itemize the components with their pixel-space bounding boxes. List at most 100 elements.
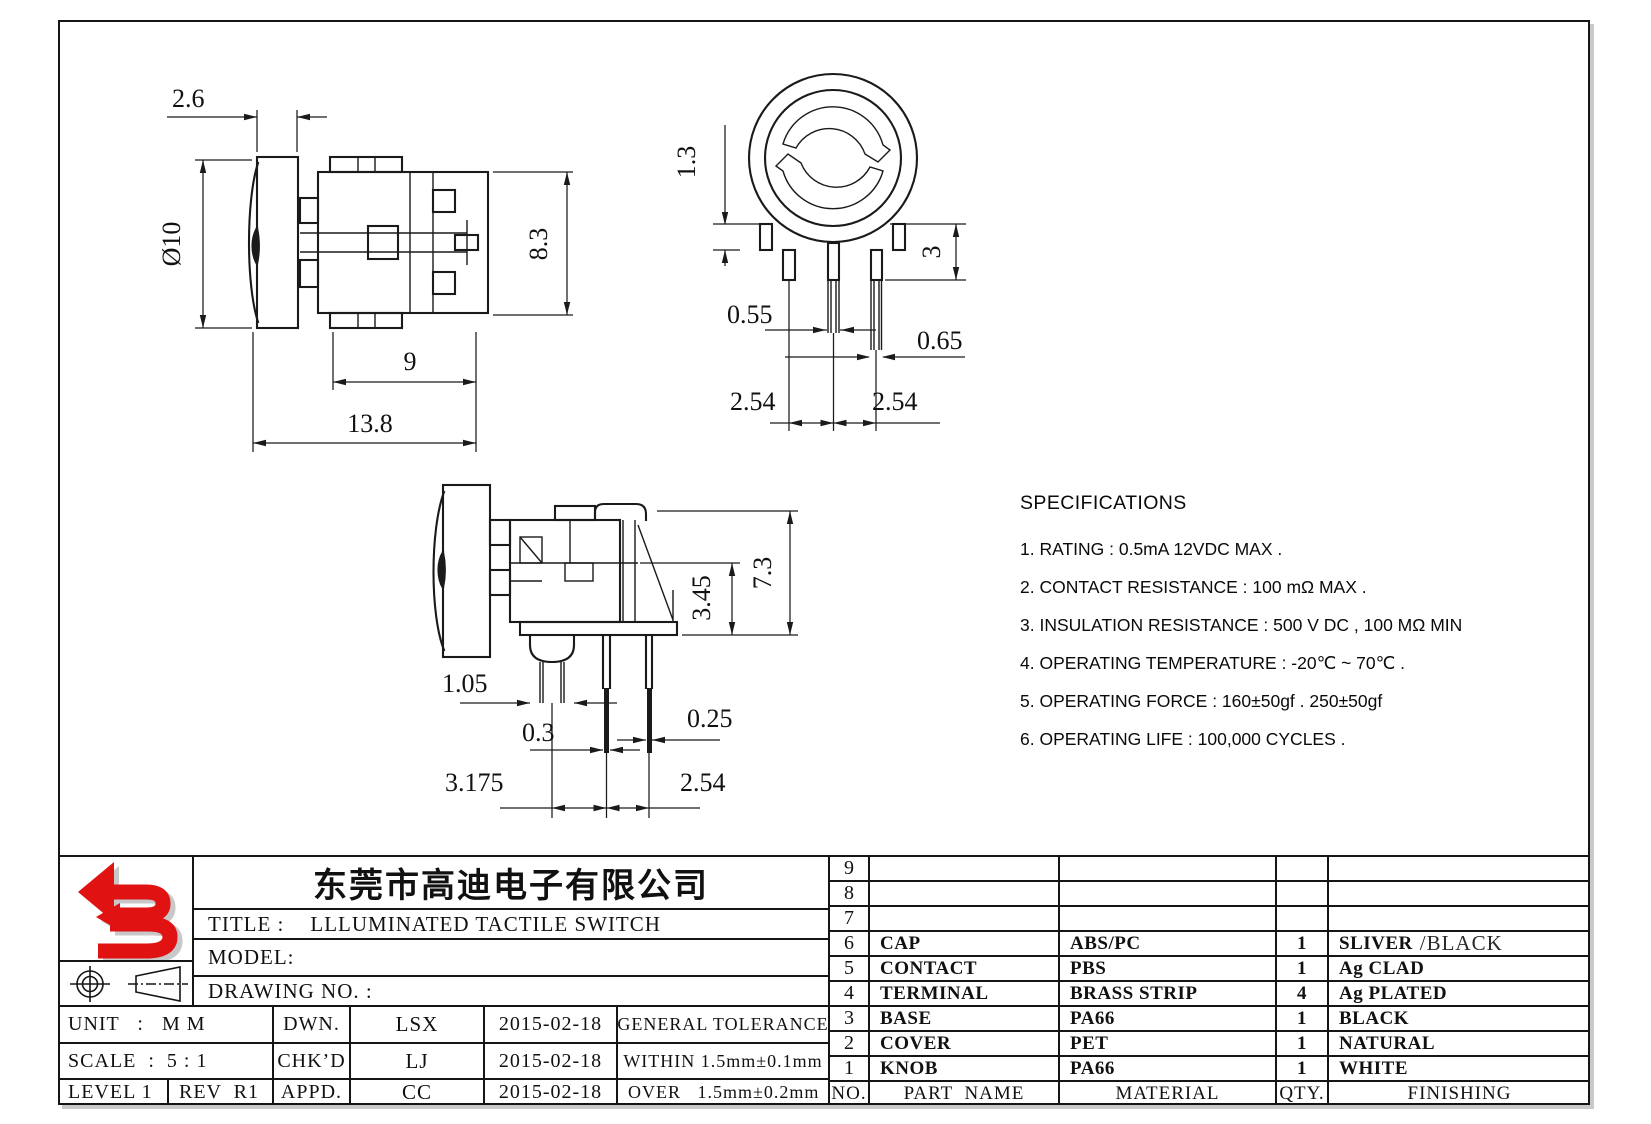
appd-label-cell: APPD. (272, 1078, 349, 1105)
specifications-block: SPECIFICATIONS 1. RATING : 0.5mA 12VDC M… (1020, 492, 1595, 758)
parts-header-qty: QTY. (1275, 1080, 1327, 1105)
spec-item-insulation-resistance: 3. INSULATION RESISTANCE : 500 V DC , 10… (1020, 615, 1463, 635)
dim-step-height: 3.45 (687, 575, 716, 621)
bottom-view-drawing: 1.05 0.3 0.25 3.175 2.54 3.45 7.3 (432, 483, 798, 818)
parts-row-qty (1275, 880, 1327, 905)
logo-arrows (78, 862, 178, 959)
parts-row-finishing (1327, 880, 1590, 905)
model-row: MODEL: (192, 938, 828, 975)
parts-header-finishing: FINISHING (1327, 1080, 1590, 1105)
parts-row-no: 8 (828, 880, 868, 905)
parts-row-no: 2 (828, 1030, 868, 1055)
parts-row-name: TERMINAL (868, 980, 1058, 1005)
logo-cell (58, 855, 192, 960)
front-view-pin-wires (827, 280, 883, 350)
rev-cell: REV R1 (167, 1078, 272, 1105)
chkd-label-cell: CHK’D (272, 1042, 349, 1078)
switch-side-outline (248, 155, 490, 330)
dim-ring-height: 1.3 (672, 146, 701, 179)
side-view-arrowheads (199, 113, 571, 447)
spec-item-contact-resistance: 2. CONTACT RESISTANCE : 100 mΩ MAX . (1020, 577, 1367, 597)
bottom-view-leg-solids (604, 688, 652, 753)
bottom-view-arrowheads (517, 511, 794, 812)
spec-item-operating-temperature: 4. OPERATING TEMPERATURE : -20℃ ~ 70℃ . (1020, 653, 1406, 673)
parts-row-qty: 1 (1275, 1030, 1327, 1055)
parts-row-finishing: Ag PLATED (1327, 980, 1590, 1005)
dim-pin-mid-width: 0.55 (727, 300, 773, 329)
finishing-alt-color: /BLACK (1419, 931, 1503, 955)
level-cell: LEVEL 1 (58, 1078, 167, 1105)
parts-row-qty: 1 (1275, 930, 1327, 955)
dwn-label-cell: DWN. (272, 1005, 349, 1042)
unit-cell: UNIT : M M (58, 1005, 272, 1042)
parts-row-finishing (1327, 855, 1590, 880)
parts-row-finishing: WHITE (1327, 1055, 1590, 1080)
title-value: LLLUMINATED TACTILE SWITCH (310, 911, 661, 936)
first-angle-projection-icon (70, 966, 188, 1002)
sheet-border (58, 20, 1590, 1105)
parts-row-no: 6 (828, 930, 868, 955)
parts-row-name: KNOB (868, 1055, 1058, 1080)
parts-row-material: PBS (1058, 955, 1275, 980)
dim-led-pitch: 3.175 (445, 768, 504, 797)
dim-leg-pitch: 2.54 (680, 768, 726, 797)
dim-body-width: 9 (404, 347, 417, 376)
front-view-drawing: 1.3 3 0.55 0.65 2.54 2.54 (672, 72, 966, 431)
dim-pitch-left: 2.54 (730, 387, 776, 416)
parts-row-material: BRASS STRIP (1058, 980, 1275, 1005)
bottom-view-outline (432, 483, 679, 690)
dwn-value-cell: LSX (349, 1005, 483, 1042)
dim-total-width: 13.8 (347, 409, 393, 438)
parts-row-qty (1275, 905, 1327, 930)
bottom-view-internal-lines (510, 520, 674, 703)
tolerance-within-cell: WITHIN 1.5mm±0.1mm (616, 1042, 828, 1078)
company-logo (78, 862, 183, 960)
side-view-drawing: 2.6 Ø10 8.3 9 13.8 (157, 84, 573, 452)
parts-row-material: PA66 (1058, 1055, 1275, 1080)
parts-row-no: 5 (828, 955, 868, 980)
dim-leg-thickness: 0.3 (522, 718, 555, 747)
parts-row-no: 7 (828, 905, 868, 930)
parts-row-material (1058, 905, 1275, 930)
switch-side-internal-lines (300, 157, 468, 328)
spec-item-operating-life: 6. OPERATING LIFE : 100,000 CYCLES . (1020, 729, 1346, 749)
title-row: TITLE : LLLUMINATED TACTILE SWITCH (192, 908, 828, 938)
appd-date-cell: 2015-02-18 (483, 1078, 616, 1105)
chkd-value-cell: LJ (349, 1042, 483, 1078)
dim-cap-width: 2.6 (172, 84, 205, 113)
dwn-date-cell: 2015-02-18 (483, 1005, 616, 1042)
parts-row-finishing (1327, 905, 1590, 930)
spec-item-rating: 1. RATING : 0.5mA 12VDC MAX . (1020, 539, 1283, 559)
dim-diameter: Ø10 (157, 222, 186, 267)
parts-row-material (1058, 880, 1275, 905)
front-view-arrowheads (721, 212, 960, 427)
dim-pin-right-width: 0.65 (917, 326, 963, 355)
side-view-dimensions (167, 110, 573, 452)
tolerance-title-cell: GENERAL TOLERANCE (616, 1005, 828, 1042)
title-label: TITLE : (208, 911, 285, 936)
parts-row-name: BASE (868, 1005, 1058, 1030)
parts-row-no: 4 (828, 980, 868, 1005)
projection-symbol-cell (58, 960, 192, 1005)
scale-cell: SCALE : 5 : 1 (58, 1042, 272, 1078)
company-name: 东莞市高迪电子有限公司 (192, 855, 828, 908)
parts-row-material (1058, 855, 1275, 880)
parts-row-material: PA66 (1058, 1005, 1275, 1030)
parts-row-finishing: BLACK (1327, 1005, 1590, 1030)
parts-row-no: 1 (828, 1055, 868, 1080)
front-view-pins (781, 241, 884, 282)
parts-row-qty: 1 (1275, 1005, 1327, 1030)
parts-header-no: NO. (828, 1080, 868, 1105)
parts-row-name (868, 880, 1058, 905)
drawing-no-row: DRAWING NO. : (192, 975, 828, 1005)
parts-row-name (868, 905, 1058, 930)
parts-row-name (868, 855, 1058, 880)
parts-row-finishing: Ag CLAD (1327, 955, 1590, 980)
specifications-title: SPECIFICATIONS (1020, 492, 1187, 514)
parts-row-material: PET (1058, 1030, 1275, 1055)
parts-row-qty: 1 (1275, 1055, 1327, 1080)
dim-pitch-right: 2.54 (872, 387, 918, 416)
parts-row-qty: 4 (1275, 980, 1327, 1005)
dim-led-width: 1.05 (442, 669, 488, 698)
